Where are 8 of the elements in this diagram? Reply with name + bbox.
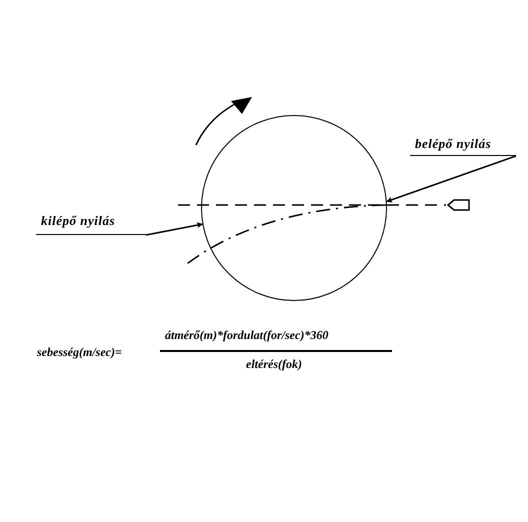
formula-text: átmérő(m)*fordulat(for/sec)*360 bbox=[165, 328, 328, 343]
rotating-disc bbox=[201, 115, 387, 301]
callout-label: kilépő nyilás bbox=[36, 213, 146, 235]
leader-line bbox=[146, 222, 203, 236]
formula-text: sebesség(m/sec)= bbox=[37, 345, 122, 360]
leader-line bbox=[386, 155, 516, 203]
formula-text: eltérés(fok) bbox=[246, 357, 302, 372]
callout-label: belépő nyilás bbox=[410, 136, 516, 156]
